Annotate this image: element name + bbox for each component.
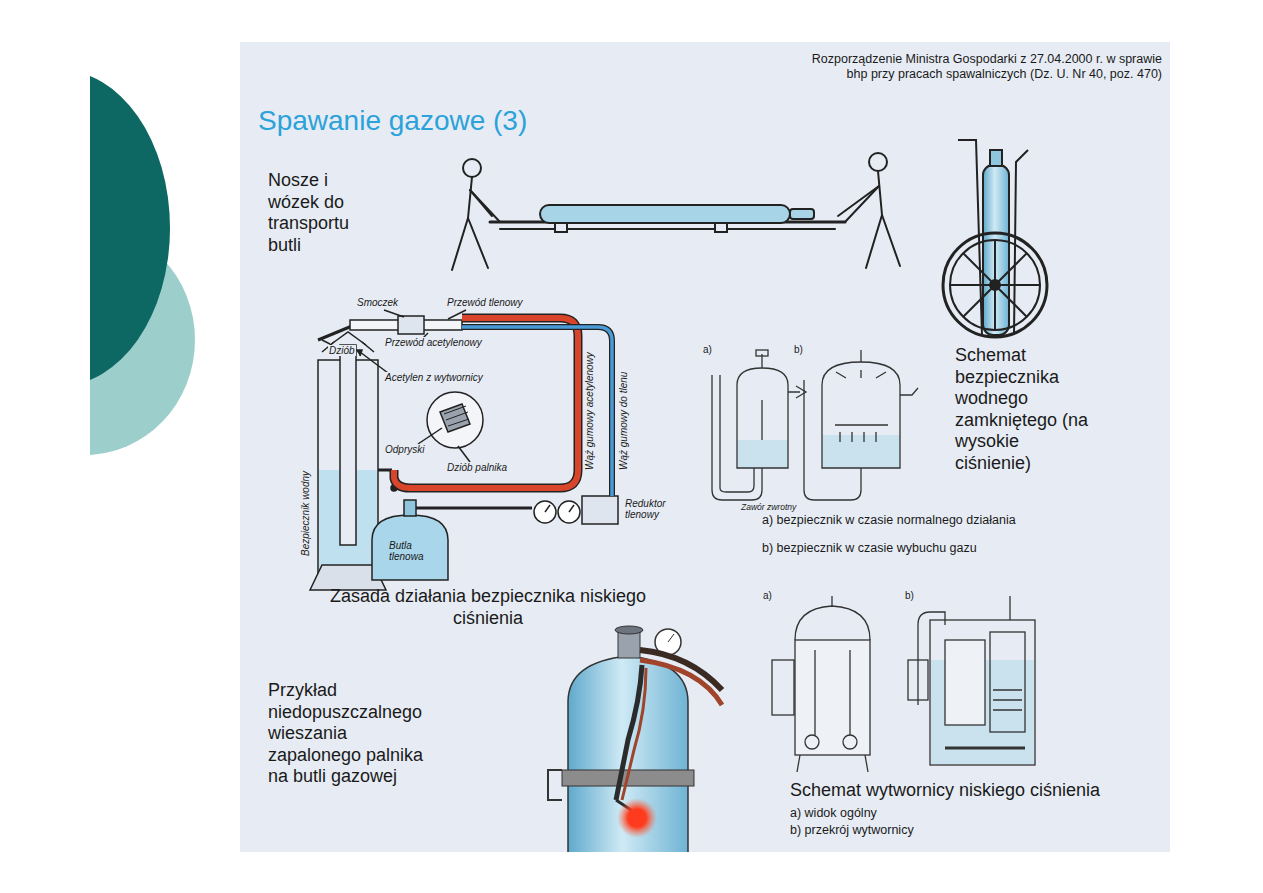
cylinder-with-torch xyxy=(548,626,722,852)
part-label: Smoczek xyxy=(356,297,399,308)
part-label: Butla tlenowa xyxy=(389,540,437,562)
regulation-note: Rozporządzenie Ministra Gospodarki z 27.… xyxy=(790,52,1162,82)
figure-letter: a) xyxy=(702,344,713,356)
part-label: Odpryski xyxy=(384,444,425,455)
figure-letter: b) xyxy=(793,344,804,356)
figure-caption: Przykład niedopuszczalnego wieszania zap… xyxy=(268,680,436,788)
figure-caption: Zasada działania bezpiecznika niskiego c… xyxy=(318,586,658,629)
slide-title: Spawanie gazowe (3) xyxy=(258,104,527,138)
part-label: Bezpiecznik wodny xyxy=(300,471,311,556)
part-label: Zawór zwrotny xyxy=(740,503,797,512)
cylinder-cart xyxy=(943,140,1047,337)
stretcher-figure xyxy=(452,153,900,270)
hose-label: Wąż gumowy acetylenowy xyxy=(584,352,595,470)
hose-label: Wąż gumowy do tlenu xyxy=(618,372,629,470)
part-label: Acetylen z wytwornicy xyxy=(384,372,484,383)
panel xyxy=(240,42,1170,852)
closed-water-fuse xyxy=(712,350,918,500)
slide-decoration xyxy=(90,70,195,455)
figure-note: b) bezpiecznik w czasie wybuchu gazu xyxy=(762,541,1062,556)
part-label: Dziób palnika xyxy=(446,462,508,473)
figure-letter: b) xyxy=(904,590,915,602)
figure-letter: a) xyxy=(762,590,773,602)
part-label: Przewód tlenowy xyxy=(446,297,524,308)
part-label: Przewód acetylenowy xyxy=(384,337,483,348)
figure-caption: Schemat wytwornicy niskiego ciśnienia xyxy=(790,780,1100,802)
torch-and-fuse xyxy=(310,310,618,590)
part-label: Dziób xyxy=(328,345,356,356)
acetylene-generator xyxy=(772,596,1035,772)
figure-caption: Schemat bezpiecznika wodnego zamkniętego… xyxy=(955,345,1095,475)
figure-note: a) bezpiecznik w czasie normalnego dział… xyxy=(762,513,1062,528)
figure-note: a) widok ogólny xyxy=(790,806,877,821)
section-caption: Nosze i wózek do transportu butli xyxy=(268,170,380,256)
figure-note: b) przekrój wytwornicy xyxy=(790,823,914,838)
part-label: Reduktor tlenowy xyxy=(624,498,682,520)
